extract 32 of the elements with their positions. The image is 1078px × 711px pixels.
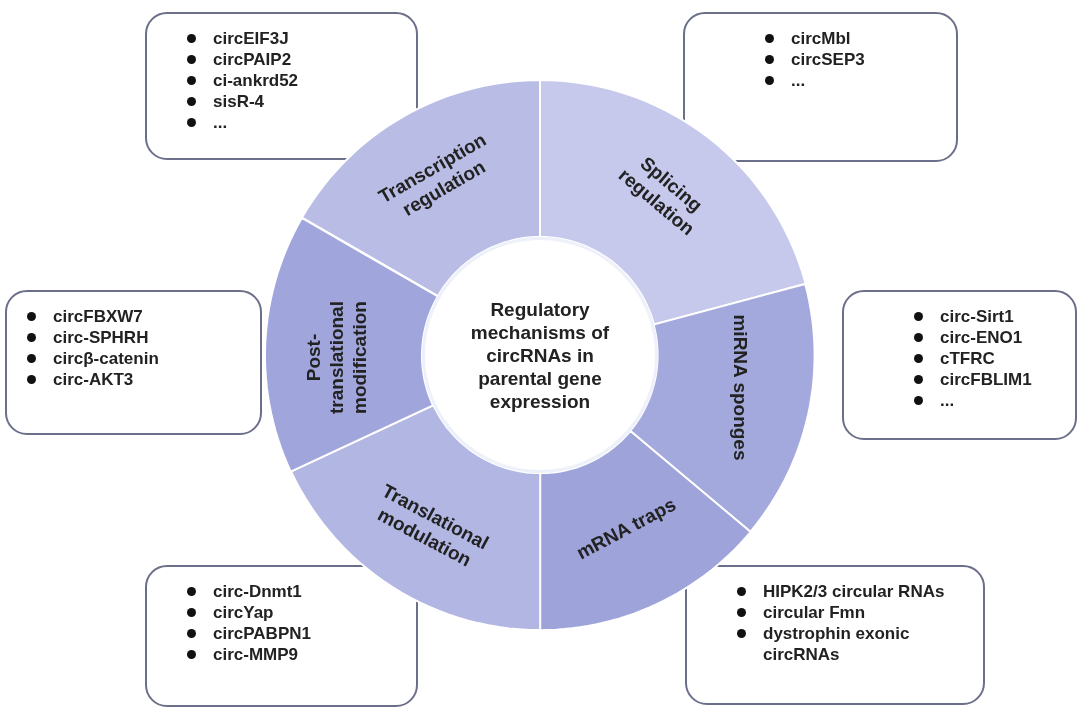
wheel-sector: [630, 283, 815, 532]
list-item: circMbl: [755, 28, 944, 49]
list-item: ci-ankrd52: [177, 70, 404, 91]
sector-label: miRNA sponges: [728, 313, 752, 463]
list-item: circ-MMP9: [177, 644, 404, 665]
list-item: circFBXW7: [17, 306, 248, 327]
list-item: circPAIP2: [177, 49, 404, 70]
list-item: dystrophin exonic circRNAs: [727, 623, 971, 665]
list-item: circβ-catenin: [17, 348, 248, 369]
list-item: ...: [755, 70, 944, 91]
list-item: HIPK2/3 circular RNAs: [727, 581, 971, 602]
list-item: ...: [904, 390, 1063, 411]
list-box: [685, 565, 985, 705]
wheel-sector: [265, 217, 438, 472]
list-item: sisR-4: [177, 91, 404, 112]
list-item: circ-Sirt1: [904, 306, 1063, 327]
list-item: circFBLIM1: [904, 369, 1063, 390]
list-item: circular Fmn: [727, 602, 971, 623]
center-title: Regulatory mechanisms of circRNAs in parental gene expression: [469, 297, 611, 413]
sector-label: Post-translational modification: [301, 300, 371, 417]
list-box: [5, 290, 262, 435]
list-item: circYap: [177, 602, 404, 623]
list-box: [842, 290, 1077, 440]
list-item: cTFRC: [904, 348, 1063, 369]
wheel-sector: [301, 80, 540, 296]
list-item: circ-ENO1: [904, 327, 1063, 348]
list-item: circ-SPHRH: [17, 327, 248, 348]
list-item: circEIF3J: [177, 28, 404, 49]
list-item: circSEP3: [755, 49, 944, 70]
list-box: [145, 565, 418, 707]
list-item: circPABPN1: [177, 623, 404, 644]
list-item: circ-AKT3: [17, 369, 248, 390]
